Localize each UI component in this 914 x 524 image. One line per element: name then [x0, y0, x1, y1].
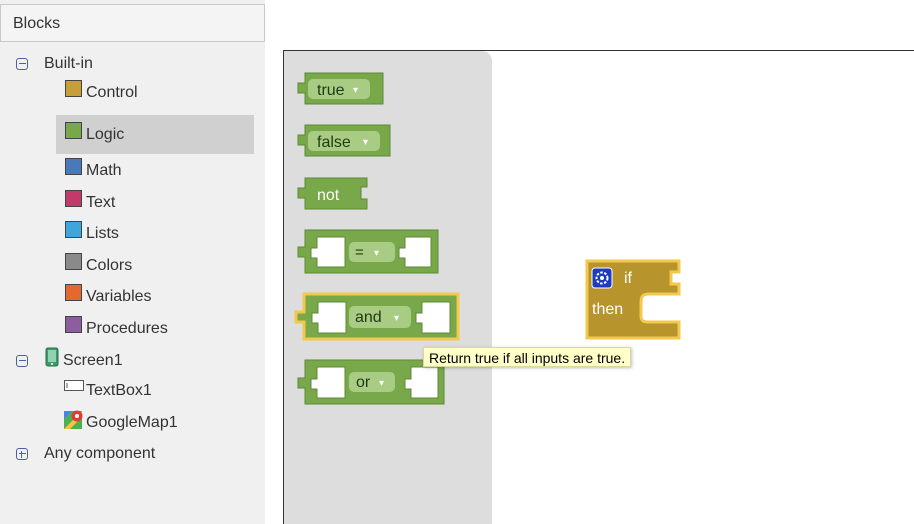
- dropdown-field[interactable]: [308, 131, 380, 151]
- phone-icon: [45, 347, 59, 367]
- control-swatch-icon: [65, 79, 82, 97]
- component-googlemap1[interactable]: GoogleMap1: [64, 410, 178, 433]
- builtin-label: Built-in: [44, 55, 93, 72]
- category-label: Procedures: [86, 320, 168, 337]
- colors-swatch-icon: [65, 252, 82, 270]
- dropdown-field[interactable]: [308, 79, 370, 99]
- left-operand-socket[interactable]: [310, 366, 346, 399]
- expand-icon[interactable]: [16, 448, 28, 460]
- category-procedures[interactable]: Procedures: [65, 315, 168, 338]
- map-pin-icon: [64, 410, 83, 429]
- logic-false-block[interactable]: false ▾: [295, 124, 393, 158]
- collapse-icon[interactable]: [16, 355, 28, 367]
- block-tooltip: Return true if all inputs are true.: [423, 347, 632, 367]
- component-textbox1[interactable]: TextBox1: [64, 380, 152, 400]
- operator-dropdown[interactable]: [349, 306, 411, 328]
- dropdown-arrow-icon: ▾: [394, 313, 399, 324]
- block-label: or: [356, 374, 371, 391]
- category-label: Text: [86, 194, 116, 211]
- blocks-panel: Blocks Built-in Control Logic Math Text …: [0, 0, 265, 524]
- category-label: Control: [86, 84, 138, 101]
- block-label: and: [355, 309, 382, 326]
- block-label: false: [317, 134, 351, 151]
- logic-compare-block[interactable]: = ▾: [295, 229, 441, 275]
- screen-label: Screen1: [63, 352, 123, 369]
- dropdown-arrow-icon: ▾: [374, 248, 379, 259]
- dropdown-arrow-icon: ▾: [353, 85, 358, 96]
- tree-screen1[interactable]: Screen1: [16, 347, 123, 371]
- gear-icon[interactable]: [591, 267, 613, 289]
- operator-dropdown[interactable]: [349, 372, 395, 392]
- block-label: =: [355, 244, 364, 261]
- left-operand-socket[interactable]: [310, 236, 346, 268]
- category-logic[interactable]: Logic: [65, 121, 125, 144]
- right-operand-socket[interactable]: [404, 366, 439, 399]
- panel-header: Blocks: [0, 4, 265, 42]
- block-label: not: [317, 187, 340, 204]
- if-label: if: [624, 270, 633, 287]
- dropdown-arrow-icon: ▾: [363, 137, 368, 148]
- logic-not-block[interactable]: not: [295, 177, 371, 211]
- any-component-label: Any component: [44, 445, 156, 462]
- logic-true-block[interactable]: true ▾: [295, 72, 385, 106]
- category-lists[interactable]: Lists: [65, 220, 119, 243]
- procedures-swatch-icon: [65, 315, 82, 333]
- category-label: Math: [86, 162, 122, 179]
- category-colors[interactable]: Colors: [65, 252, 133, 275]
- category-control[interactable]: Control: [65, 79, 138, 102]
- category-variables[interactable]: Variables: [65, 283, 152, 306]
- category-label: Colors: [86, 257, 133, 274]
- logic-and-block[interactable]: and ▾: [292, 291, 462, 343]
- operator-dropdown[interactable]: [349, 242, 395, 262]
- category-label: Logic: [86, 126, 125, 143]
- math-swatch-icon: [65, 157, 82, 175]
- collapse-icon[interactable]: [16, 58, 28, 70]
- category-text[interactable]: Text: [65, 189, 116, 212]
- logic-or-block[interactable]: or ▾: [295, 359, 447, 407]
- logic-swatch-icon: [65, 121, 82, 139]
- text-swatch-icon: [65, 189, 82, 207]
- tree-builtin[interactable]: Built-in: [16, 55, 93, 73]
- control-if-block[interactable]: if then: [575, 258, 685, 344]
- left-operand-socket[interactable]: [311, 301, 347, 334]
- tree-any-component[interactable]: Any component: [16, 445, 155, 463]
- selected-category-highlight: [56, 115, 254, 154]
- then-label: then: [592, 301, 623, 318]
- category-label: Lists: [86, 225, 119, 242]
- right-operand-socket[interactable]: [415, 301, 451, 334]
- blocks-flyout: [284, 51, 492, 524]
- right-operand-socket[interactable]: [398, 236, 432, 268]
- component-label: TextBox1: [86, 382, 152, 399]
- lists-swatch-icon: [65, 220, 82, 238]
- dropdown-arrow-icon: ▾: [379, 378, 384, 389]
- category-label: Variables: [86, 288, 152, 305]
- variables-swatch-icon: [65, 283, 82, 301]
- block-label: true: [317, 82, 345, 99]
- category-math[interactable]: Math: [65, 157, 122, 180]
- textbox-icon: [64, 380, 84, 391]
- component-label: GoogleMap1: [86, 414, 178, 431]
